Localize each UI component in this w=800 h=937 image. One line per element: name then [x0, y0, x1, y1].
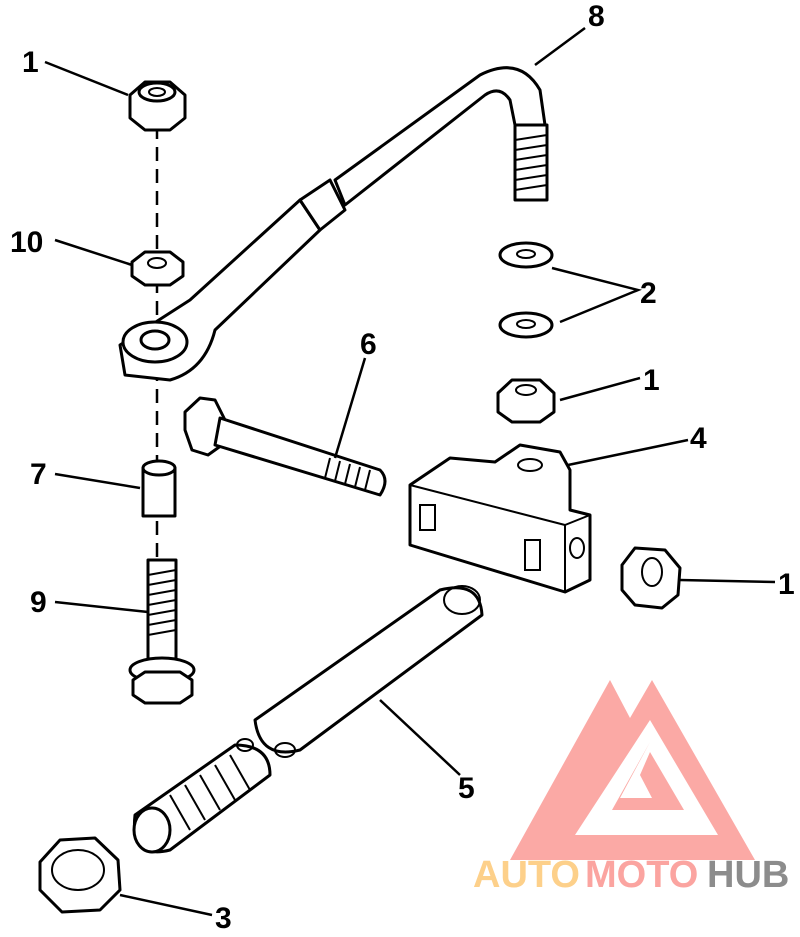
callout-4: 4	[690, 422, 707, 455]
callout-1-mid-right: 1	[643, 364, 660, 397]
nut-top-left-part	[128, 80, 187, 132]
thin-nut-part	[130, 250, 185, 287]
callout-3: 3	[215, 902, 232, 935]
washers-part	[498, 241, 554, 339]
leader-lines	[44, 26, 776, 917]
callout-7: 7	[30, 458, 47, 491]
threaded-tube-part	[132, 585, 484, 854]
automotohub-logo	[510, 680, 755, 860]
callout-5: 5	[458, 772, 475, 805]
callout-6: 6	[360, 328, 377, 361]
callout-2: 2	[640, 277, 657, 310]
callout-1-right: 1	[778, 568, 795, 601]
callout-10: 10	[10, 226, 43, 259]
callout-9: 9	[30, 586, 47, 619]
hook-tube-part	[118, 66, 549, 382]
logo-text-hub: HUB	[707, 854, 789, 896]
spacer-part	[141, 459, 177, 518]
nut-mid-right-part	[496, 378, 556, 424]
logo-text-moto: MOTO	[585, 854, 698, 896]
long-bolt-part	[183, 396, 387, 497]
large-nut-part	[38, 836, 122, 914]
short-bolt-part	[128, 558, 196, 705]
clamp-block-part	[408, 443, 592, 594]
logo-wordmark: AUTO MOTO HUB	[473, 854, 789, 896]
callout-1-top-left: 1	[22, 46, 39, 79]
callout-8: 8	[588, 0, 605, 33]
nut-right-part	[620, 546, 682, 610]
logo-text-auto: AUTO	[473, 854, 580, 896]
